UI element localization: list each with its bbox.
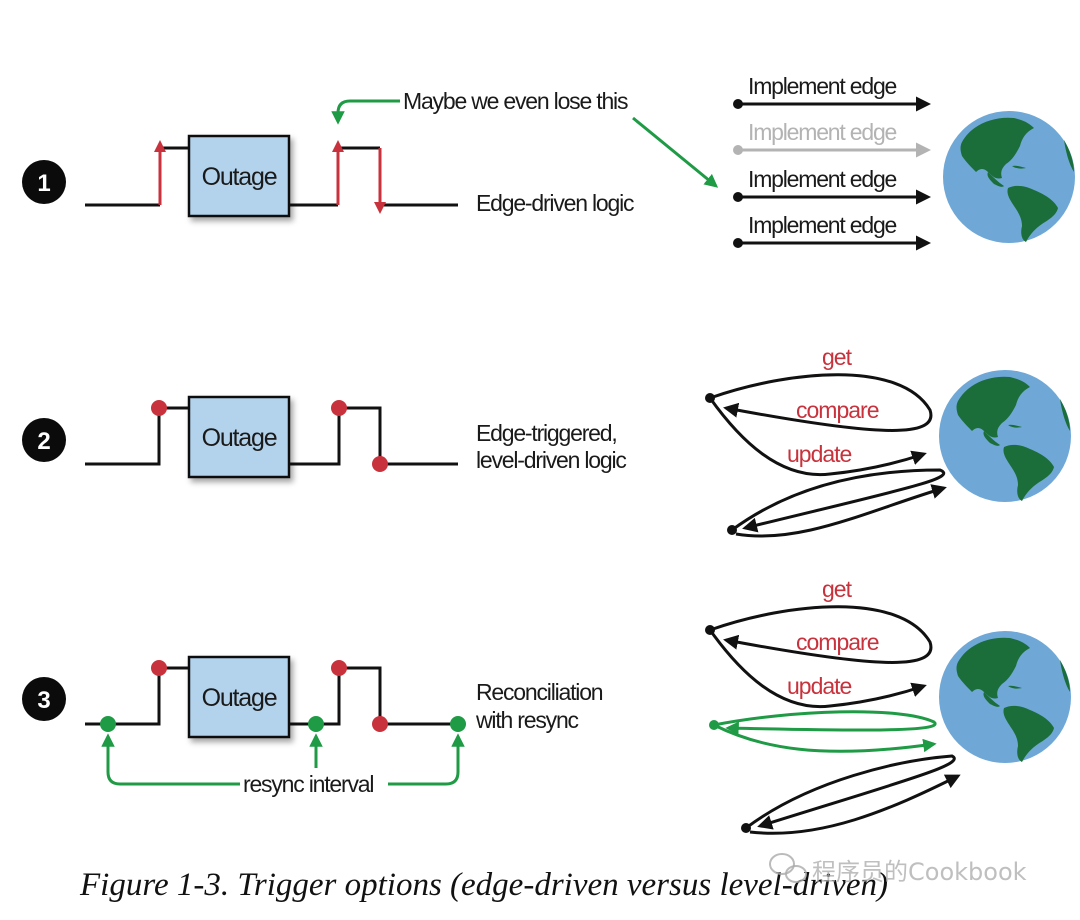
loop-label-get: get [822,576,853,602]
level-trigger-dot [151,660,167,676]
number-badge-label: 2 [37,428,50,455]
number-badge-label: 3 [37,687,50,714]
reconcile-loop-secondary [741,754,961,835]
row-3: 3 Outage resync interval Reconciliation … [22,576,1071,835]
globe-icon [943,111,1075,243]
event-label: Implement edge [748,119,897,145]
event-implement-edge: Implement edge [733,212,931,251]
annotation-text: Maybe we even lose this [403,88,628,114]
event-label: Implement edge [748,73,897,99]
row-1: 1 Outage Edge-driven logic Maybe we even… [22,73,1075,251]
level-trigger-dot [372,716,388,732]
event-list: Implement edge Implement edge Implement … [733,73,931,251]
reconcile-loop-main [705,373,933,477]
number-badge-circle [22,418,66,462]
lost-edge-annotation: Maybe we even lose this [331,88,719,188]
resync-loop [709,710,937,753]
resync-dot [100,716,116,732]
signal-line [85,666,458,726]
row-number-badge: 1 [22,160,66,204]
figure-caption: Figure 1-3. Trigger options (edge-driven… [79,867,888,903]
resync-interval-label: resync interval [243,771,373,797]
level-trigger-dot [372,456,388,472]
loop-label-update: update [787,673,852,699]
resync-interval-bracket [101,733,465,786]
wechat-icon [769,853,807,883]
outage-box: Outage [187,655,291,739]
outage-label: Outage [202,163,277,191]
watermark: 程序员的Cookbook [769,853,1027,886]
row-number-badge: 2 [22,418,66,462]
row-2: 2 Outage Edge-triggered, level-driven lo… [22,344,1071,538]
loop-label-get: get [822,344,853,370]
loop-label-update: update [787,441,852,467]
outage-label: Outage [202,424,277,452]
row-description-line-2: level-driven logic [476,447,626,473]
event-implement-edge: Implement edge [733,166,931,205]
row-description-line-1: Reconciliation [476,679,603,705]
reconcile-loop-main [705,605,933,709]
watermark-text: 程序员的Cookbook [812,858,1027,886]
loop-label-compare: compare [796,629,879,655]
event-implement-edge: Implement edge [733,73,931,112]
level-trigger-dot [331,660,347,676]
reconcile-loop-secondary [727,468,947,538]
event-label: Implement edge [748,166,897,192]
event-label: Implement edge [748,212,897,238]
event-implement-edge-lost: Implement edge [733,119,931,158]
row-description: Edge-driven logic [476,190,634,216]
annotation-pointer-arrow [632,116,719,188]
resync-dot [450,716,466,732]
level-trigger-dot [151,400,167,416]
globe-icon [939,370,1071,502]
outage-box: Outage [187,134,291,218]
outage-label: Outage [202,684,277,712]
signal-line [85,406,458,466]
number-badge-circle [22,677,66,721]
globe-icon [939,631,1071,763]
signal-line [85,146,458,207]
number-badge-circle [22,160,66,204]
outage-box: Outage [187,395,291,479]
level-trigger-dot [331,400,347,416]
loop-label-compare: compare [796,397,879,423]
number-badge-label: 1 [37,170,50,197]
resync-dot [308,716,324,732]
row-description-line-1: Edge-triggered, [476,420,617,446]
row-number-badge: 3 [22,677,66,721]
row-description-line-2: with resync [475,707,579,733]
